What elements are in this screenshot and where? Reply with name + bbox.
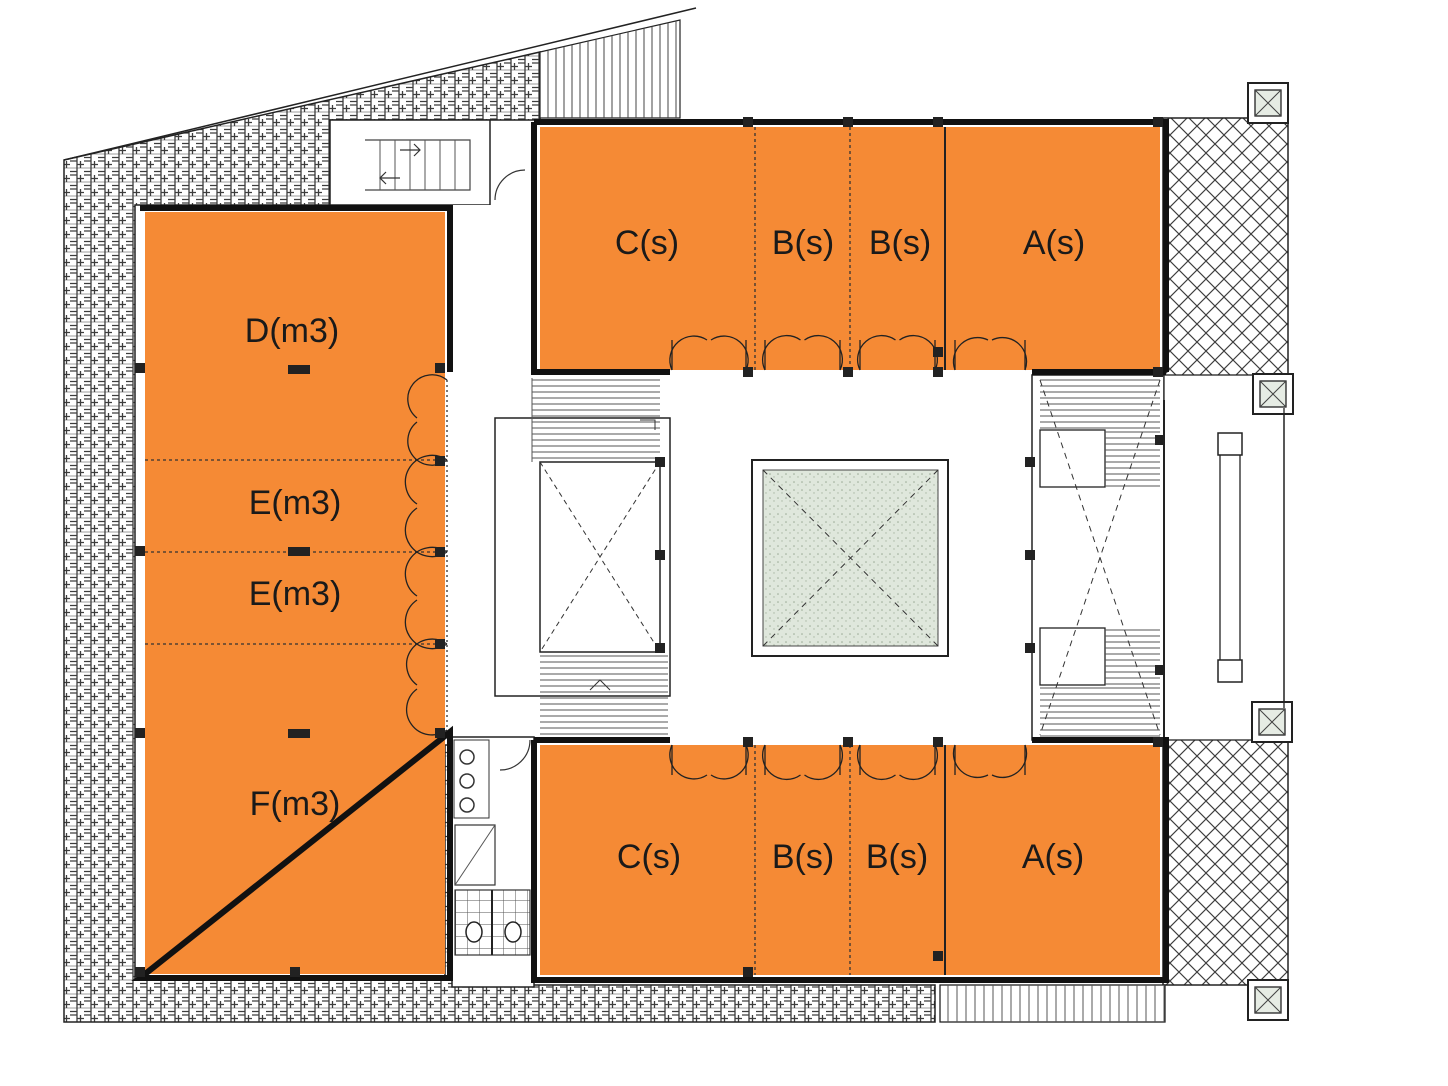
label-a-top: A(s) xyxy=(1023,224,1085,262)
label-f: F(m3) xyxy=(250,785,341,823)
room-e2[interactable] xyxy=(145,552,445,644)
label-c-bottom: C(s) xyxy=(617,838,681,876)
room-plaques xyxy=(288,365,310,738)
room-b1-bottom[interactable] xyxy=(755,745,850,975)
room-c-top[interactable] xyxy=(540,127,755,370)
room-labels: C(s) B(s) B(s) A(s) D(m3) E(m3) E(m3) F(… xyxy=(245,224,1085,876)
main-staircase xyxy=(494,378,671,735)
label-b2-bottom: B(s) xyxy=(866,838,928,876)
room-b1-top[interactable] xyxy=(755,127,850,370)
corner-columns xyxy=(1247,82,1294,1021)
stair-top-left xyxy=(329,119,526,206)
entrance-steps-top xyxy=(539,19,681,119)
rooms xyxy=(145,127,1160,975)
label-e1: E(m3) xyxy=(249,484,342,522)
label-e2: E(m3) xyxy=(249,575,342,613)
room-b2-bottom[interactable] xyxy=(850,745,945,975)
room-f[interactable] xyxy=(145,644,445,974)
label-b1-top: B(s) xyxy=(772,224,834,262)
label-c-top: C(s) xyxy=(615,224,679,262)
room-c-bottom[interactable] xyxy=(540,745,755,975)
label-b2-top: B(s) xyxy=(869,224,931,262)
stair-right xyxy=(1031,374,1285,741)
toilets xyxy=(451,736,535,988)
doors xyxy=(404,334,1028,781)
courtyard xyxy=(751,459,949,657)
room-a-bottom[interactable] xyxy=(945,745,1160,975)
label-a-bottom: A(s) xyxy=(1022,838,1084,876)
room-e1[interactable] xyxy=(145,460,445,552)
label-b1-bottom: B(s) xyxy=(772,838,834,876)
room-d[interactable] xyxy=(145,212,445,460)
room-a-top[interactable] xyxy=(945,127,1160,370)
room-b2-top[interactable] xyxy=(850,127,945,370)
label-d: D(m3) xyxy=(245,312,339,350)
entrance-steps-bottom xyxy=(939,984,1166,1023)
wall-columns xyxy=(135,117,1165,977)
